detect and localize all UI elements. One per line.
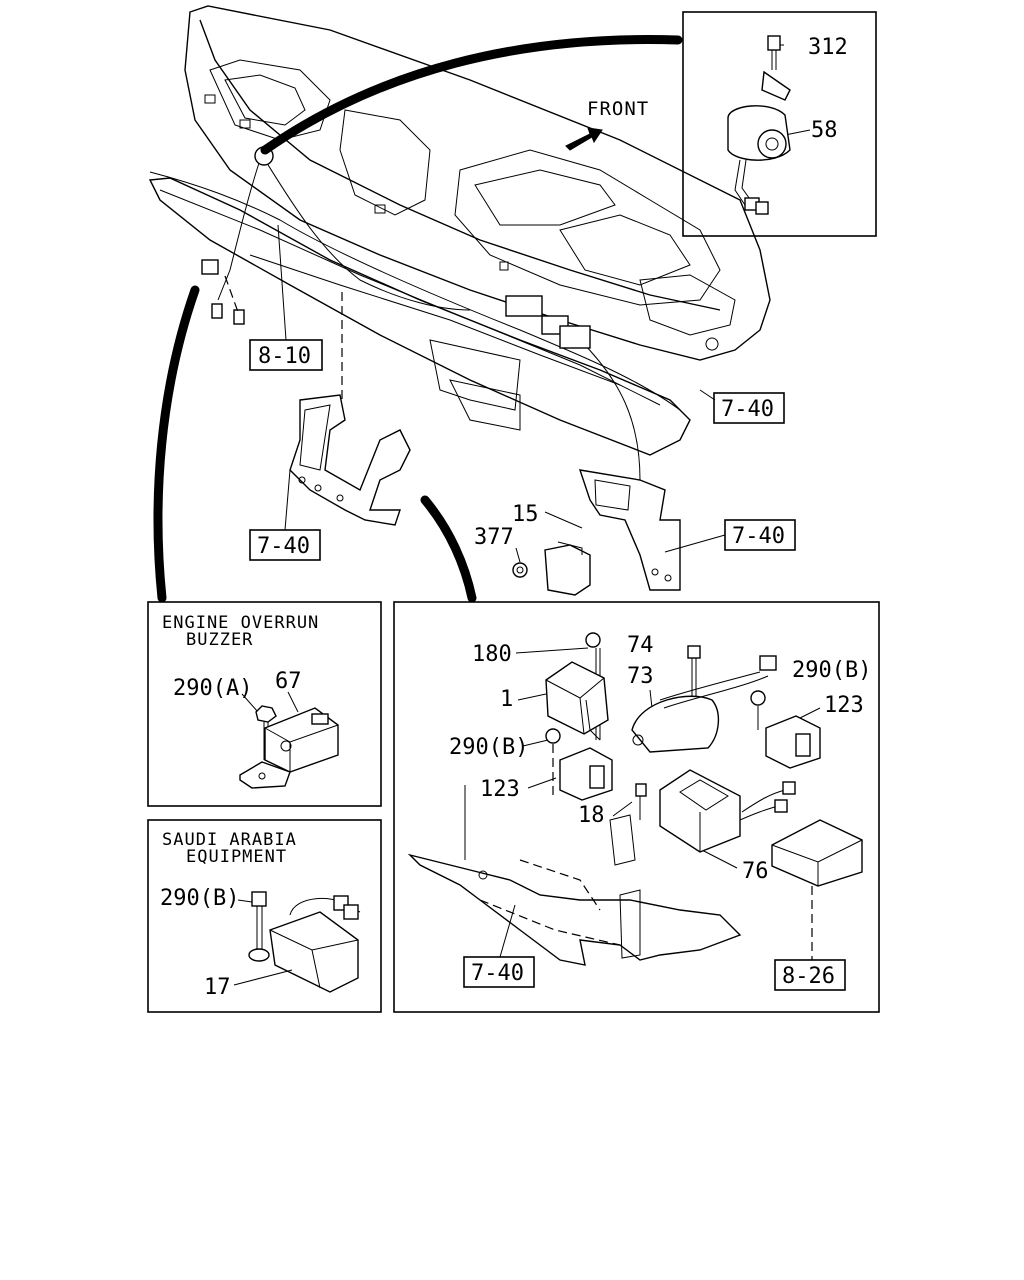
- ref-box-8-10: [249, 339, 323, 371]
- ref-7-40-b: 7-40: [257, 534, 310, 559]
- right-bracket: [512, 469, 681, 596]
- callout-290a: 290(A): [173, 676, 252, 701]
- callout-73: 73: [627, 664, 654, 689]
- leader-lines-top: [277, 44, 811, 563]
- callout-377: 377: [474, 525, 514, 550]
- callout-18: 18: [578, 803, 605, 828]
- ref-box-7-40-a: [713, 392, 785, 424]
- overrun-title-line1: ENGINE OVERRUN: [162, 613, 319, 633]
- ref-8-26: 8-26: [782, 964, 835, 989]
- overrun-title-line2: BUZZER: [186, 630, 253, 650]
- leader-7-40-d: [499, 904, 516, 958]
- callout-123-right: 123: [824, 693, 864, 718]
- left-bracket: [289, 394, 411, 526]
- front-direction-label: FRONT: [587, 98, 649, 120]
- ref-7-40-d: 7-40: [471, 961, 524, 986]
- callout-123-left: 123: [480, 777, 520, 802]
- cross-member-and-harness: [148, 146, 691, 481]
- relay-parts: [407, 632, 863, 966]
- saudi-title-line1: SAUDI ARABIA: [162, 830, 297, 850]
- ref-7-40-c: 7-40: [732, 524, 785, 549]
- callout-312: 312: [808, 35, 848, 60]
- front-arrow-icon: [565, 127, 603, 151]
- instrument-panel: [184, 5, 771, 361]
- saudi-relay-part: [233, 891, 361, 993]
- callout-180: 180: [472, 642, 512, 667]
- callout-58: 58: [811, 118, 838, 143]
- ref-box-7-40-c: [724, 519, 796, 551]
- ref-box-7-40-b: [249, 529, 321, 561]
- callout-15: 15: [512, 502, 539, 527]
- callout-1: 1: [500, 687, 513, 712]
- inset-saudi-equipment: [147, 819, 382, 1013]
- ref-8-10: 8-10: [258, 344, 311, 369]
- callout-74: 74: [627, 633, 654, 658]
- inset-sensor: [682, 11, 877, 237]
- inset-relays: [393, 601, 880, 1013]
- callout-290b-left: 290(B): [449, 735, 528, 760]
- relay-leader-lines: [515, 647, 821, 869]
- connector-arcs: [153, 35, 683, 603]
- callout-76: 76: [742, 859, 769, 884]
- overrun-buzzer-part: [239, 691, 339, 789]
- callout-290b-right: 290(B): [792, 658, 871, 683]
- callout-17: 17: [204, 975, 231, 1000]
- ref-box-8-26: [774, 959, 846, 991]
- ref-box-7-40-d: [463, 956, 535, 988]
- callout-290b-saudi: 290(B): [160, 886, 239, 911]
- callout-67: 67: [275, 669, 302, 694]
- saudi-title-line2: EQUIPMENT: [186, 847, 287, 867]
- inset-overrun-buzzer: [147, 601, 382, 807]
- ref-7-40-a: 7-40: [721, 397, 774, 422]
